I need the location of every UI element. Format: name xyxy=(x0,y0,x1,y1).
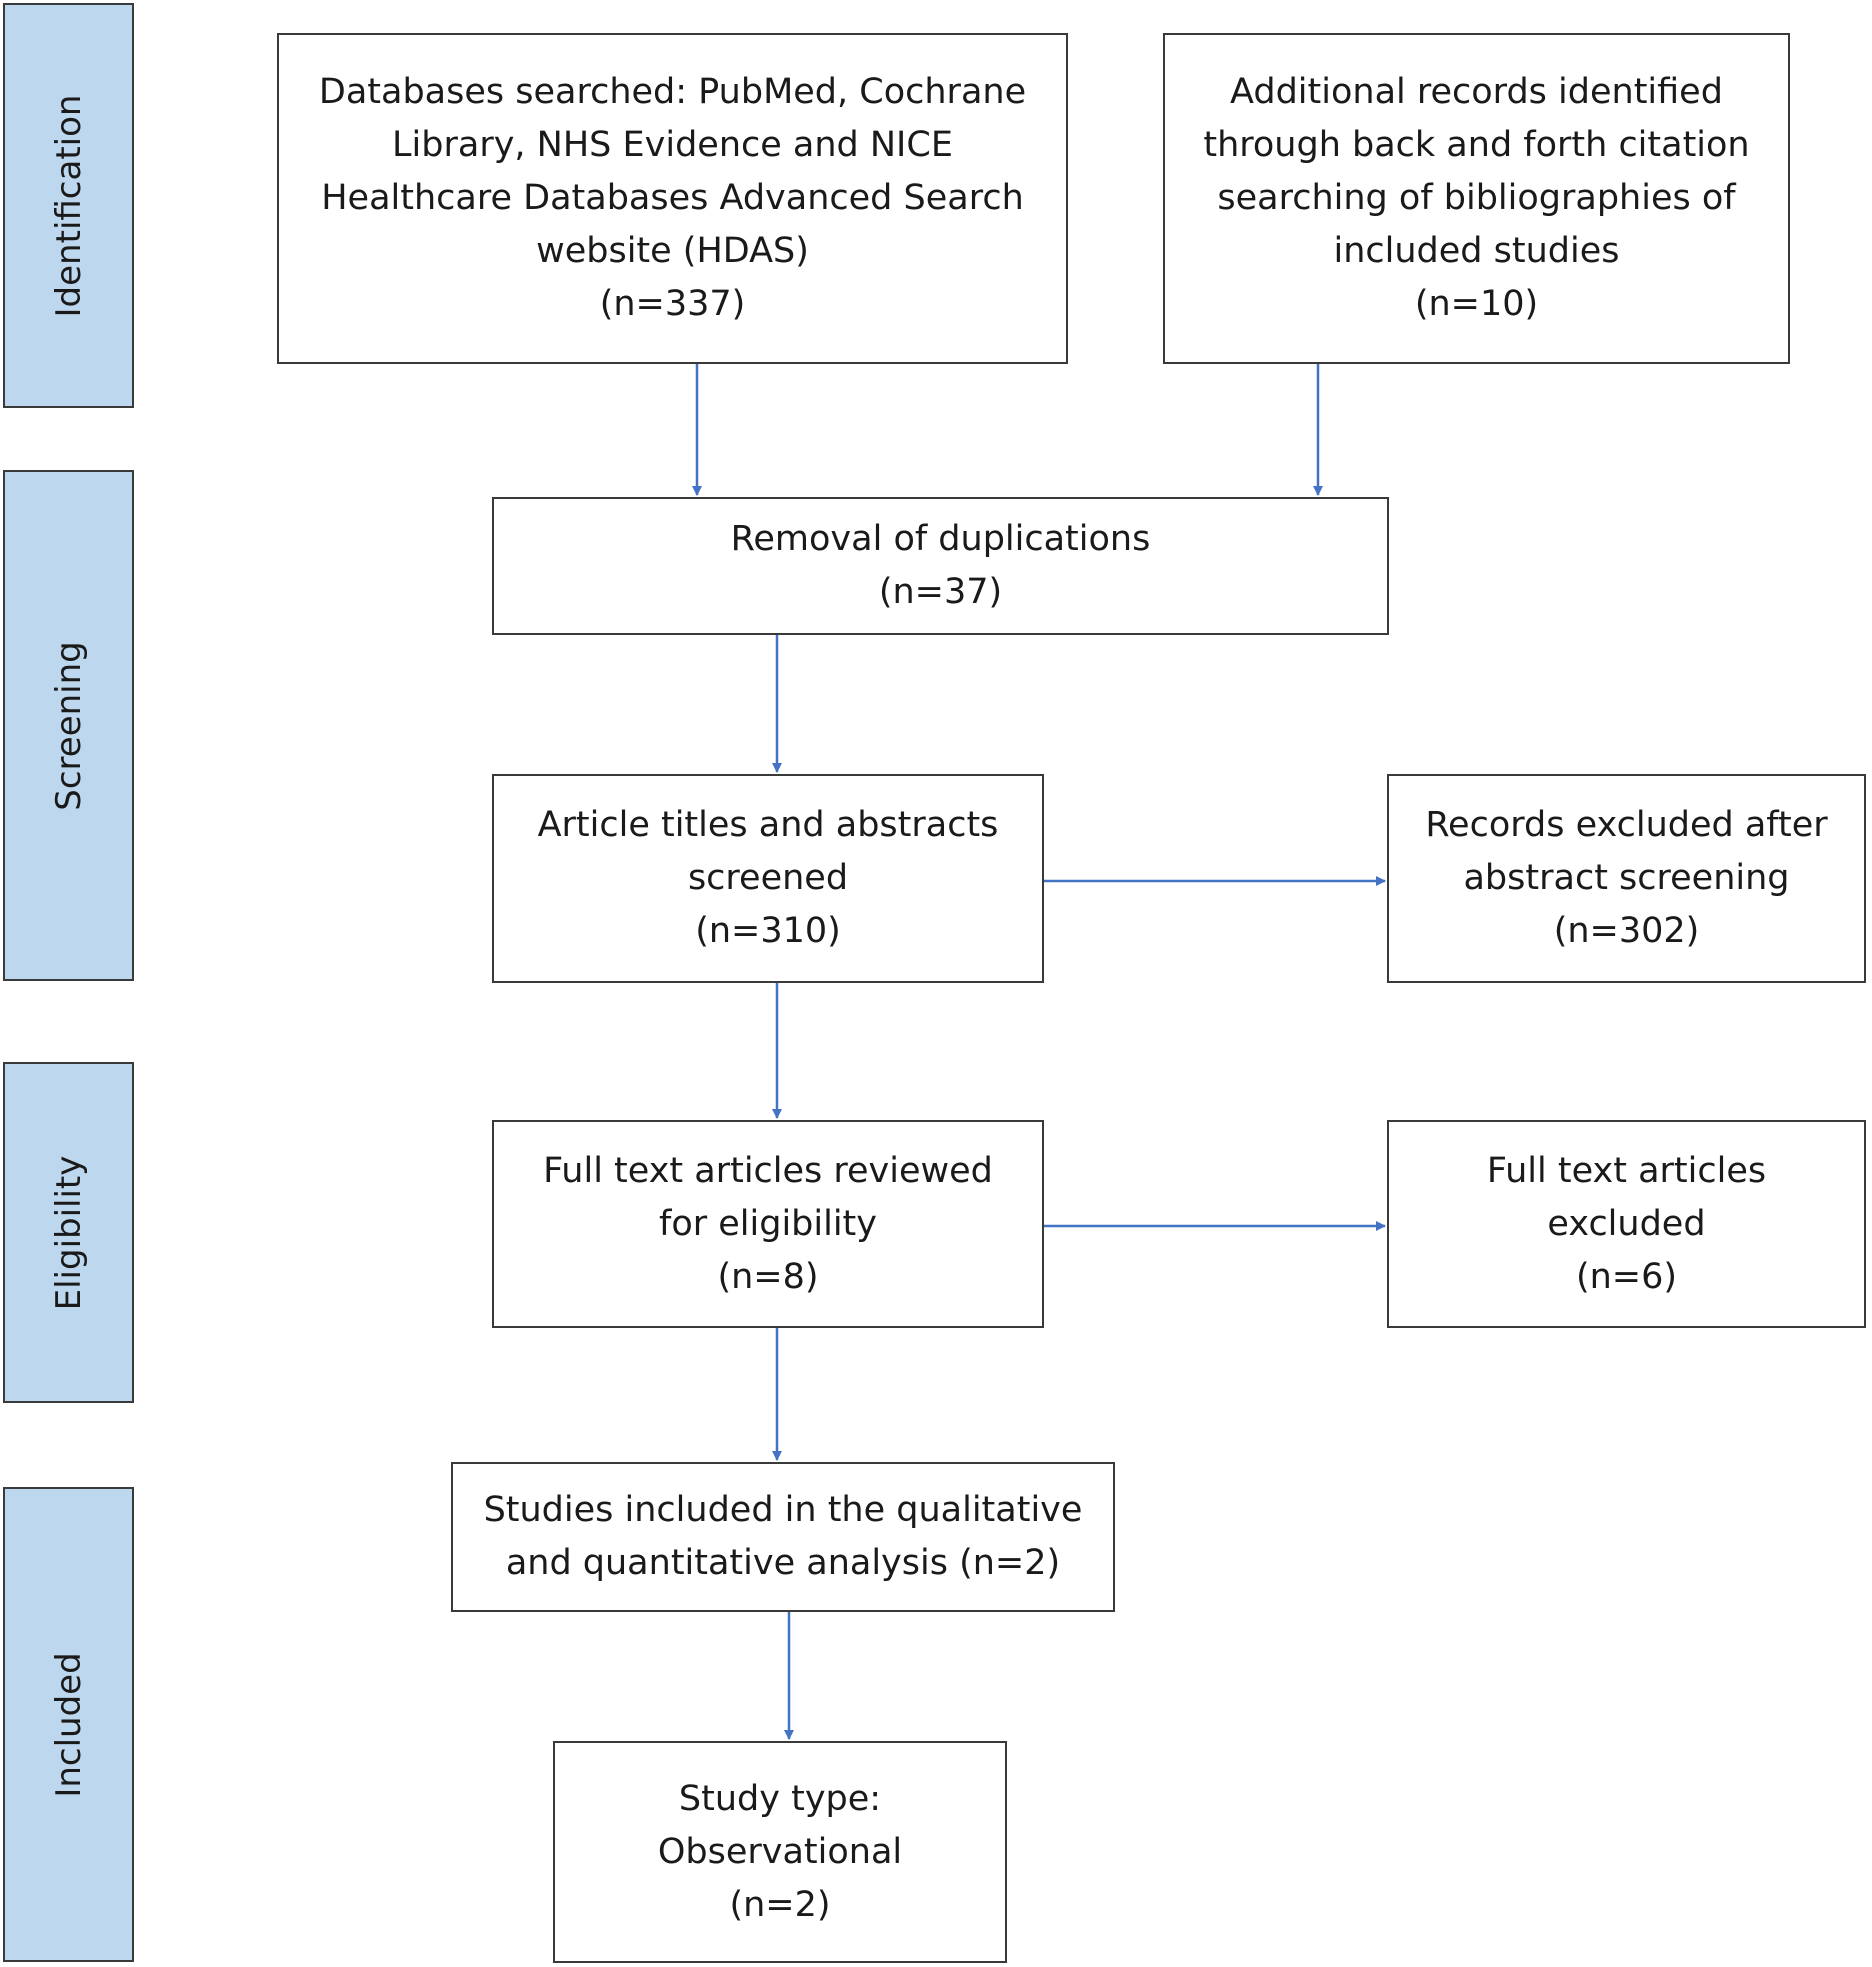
box-line: searching of bibliographies of xyxy=(1217,178,1736,218)
box-line: through back and forth citation xyxy=(1203,125,1750,165)
box-line: and quantitative analysis (n=2) xyxy=(505,1543,1061,1583)
additional-records-box: Additional records identified through ba… xyxy=(1163,33,1790,364)
fulltext-reviewed-box: Full text articles reviewed for eligibil… xyxy=(492,1120,1044,1328)
box-line: (n=310) xyxy=(695,911,841,951)
box-line: website (HDAS) xyxy=(536,231,809,271)
stage-eligibility: Eligibility xyxy=(3,1062,134,1403)
box-line: abstract screening xyxy=(1463,858,1790,898)
box-line: Removal of duplications xyxy=(730,519,1151,559)
box-line: (n=2) xyxy=(729,1884,831,1925)
box-line: (n=37) xyxy=(878,572,1003,612)
box-line: (n=302) xyxy=(1553,911,1700,951)
box-line: for eligibility xyxy=(659,1203,877,1244)
box-line: Full text articles xyxy=(1486,1150,1767,1191)
records-excluded-box: Records excluded after abstract screenin… xyxy=(1387,774,1866,983)
studies-included-box: Studies included in the qualitative and … xyxy=(451,1462,1115,1612)
databases-searched-box: Databases searched: PubMed, Cochrane Lib… xyxy=(277,33,1068,364)
stage-identification: Identification xyxy=(3,3,134,408)
box-line: included studies xyxy=(1333,231,1620,271)
box-line: (n=337) xyxy=(599,284,746,324)
stage-screening: Screening xyxy=(3,470,134,981)
box-line: (n=8) xyxy=(717,1256,819,1297)
box-line: Records excluded after xyxy=(1425,805,1828,845)
box-line: Additional records identified xyxy=(1230,72,1723,112)
fulltext-excluded-box: Full text articles excluded (n=6) xyxy=(1387,1120,1866,1328)
abstracts-screened-box: Article titles and abstracts screened (n… xyxy=(492,774,1044,983)
study-type-box: Study type: Observational (n=2) xyxy=(553,1741,1007,1963)
box-line: Study type: xyxy=(678,1778,882,1819)
box-line: (n=6) xyxy=(1575,1256,1678,1297)
box-line: Observational xyxy=(657,1831,903,1872)
stage-included: Included xyxy=(3,1487,134,1962)
box-line: Article titles and abstracts xyxy=(537,805,999,845)
duplicates-removal-box: Removal of duplications (n=37) xyxy=(492,497,1389,635)
box-line: Healthcare Databases Advanced Search xyxy=(321,178,1024,218)
box-line: Studies included in the qualitative xyxy=(483,1490,1083,1530)
box-line: (n=10) xyxy=(1414,284,1539,324)
box-line: Databases searched: PubMed, Cochrane xyxy=(318,72,1027,112)
box-line: screened xyxy=(687,858,849,898)
box-line: excluded xyxy=(1547,1203,1706,1244)
box-line: Library, NHS Evidence and NICE xyxy=(392,125,953,165)
box-line: Full text articles reviewed xyxy=(543,1150,993,1191)
